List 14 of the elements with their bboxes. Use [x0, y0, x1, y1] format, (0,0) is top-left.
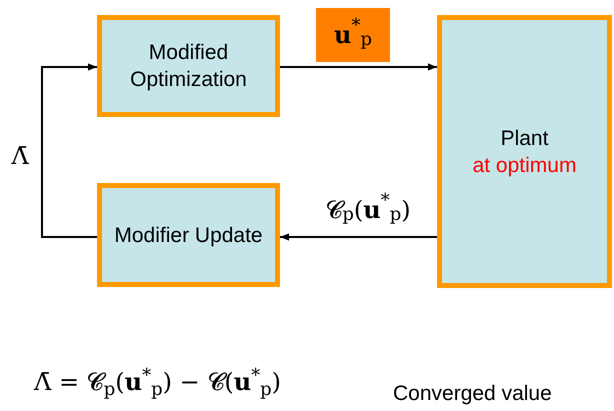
box-label: Modified Optimization [129, 40, 248, 93]
formula: Λ̄ = 𝓒$_{p}$(u$^{*}$$_{p}$) − 𝓒(u$^{*}$$_{p}$) [34, 364, 282, 400]
box-note: at optimum [472, 152, 578, 178]
process-box [97, 183, 280, 287]
box-label: Plant [500, 126, 550, 152]
edge-label: Λ̄ [10, 141, 30, 172]
arrow [41, 63, 97, 238]
box-label: Modifier Update [113, 222, 264, 248]
process-box [437, 15, 612, 288]
note: Converged value [393, 381, 552, 407]
edge-label: 𝓒$_{p}$(u$^{*}$$_{p}$) [324, 190, 412, 226]
arrow [280, 233, 437, 241]
process-box [97, 15, 280, 117]
arrow [280, 63, 437, 71]
